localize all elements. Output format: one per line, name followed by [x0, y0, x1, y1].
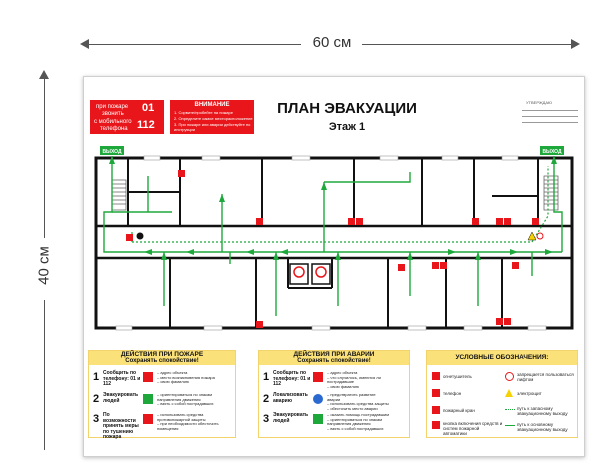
arrow-up-icon: [39, 70, 49, 79]
safety-equipment: [126, 170, 544, 328]
outer-walls: [94, 156, 574, 330]
phone-icon: [432, 389, 440, 397]
width-label: 60 см: [312, 34, 352, 51]
hydrant-icon: [348, 218, 355, 225]
accident-actions-panel: ДЕЙСТВИЯ ПРИ АВАРИИ Сохранять спокойстви…: [258, 350, 410, 438]
reserve-evacuation-path: [131, 166, 549, 243]
fire-number: 01: [142, 102, 155, 114]
extinguisher-icon: [432, 262, 439, 269]
hydrant-icon: [432, 406, 440, 414]
extinguisher-icon: [532, 218, 539, 225]
exit-signs: ВЫХОД ВЫХОД: [100, 146, 564, 155]
main-path-icon: [505, 425, 515, 426]
fire-panel-subtitle: Сохранять спокойствие!: [125, 358, 199, 364]
electric-panel-icon: [505, 389, 513, 397]
fire-panel-title: ДЕЙСТВИЯ ПРИ ПОЖАРЕ: [89, 351, 235, 365]
height-label: 40 см: [35, 246, 53, 285]
exit-label-right: ВЫХОД: [542, 149, 562, 155]
height-dimension: 40 см: [34, 70, 54, 460]
phone-icon: [496, 318, 503, 325]
extinguisher-icon: [432, 372, 440, 380]
width-dimension: 60 см: [80, 34, 580, 54]
stairs-right: [543, 175, 559, 211]
no-lift-icon: [536, 232, 544, 240]
page-title: ПЛАН ЭВАКУАЦИИ: [277, 100, 417, 117]
fire-button-icon: [126, 234, 133, 241]
legend-title: УСЛОВНЫЕ ОБОЗНАЧЕНИЯ:: [427, 351, 577, 365]
attention-box: ВНИМАНИЕ 1. Сорвите/пробейте на пожаре 2…: [170, 100, 254, 134]
first-aid-icon: [313, 414, 323, 424]
extinguisher-icon: [356, 218, 363, 225]
main-evacuation-path: [103, 156, 563, 316]
info-icon: [313, 394, 323, 404]
extinguisher-icon: [143, 414, 153, 424]
floor-plan: ВЫХОД ВЫХОД: [94, 146, 574, 331]
phone-icon: [472, 218, 479, 225]
phone-icon: [398, 264, 405, 271]
extinguisher-icon: [256, 321, 263, 328]
phone-icon: [313, 372, 323, 382]
extinguisher-icon: [512, 262, 519, 269]
emergency-call-box: при пожаре звонить с мобильного телефона…: [90, 100, 164, 134]
electric-panel-icon: [527, 231, 537, 241]
extinguisher-icon: [256, 218, 263, 225]
stairs-left: [111, 179, 127, 211]
legend-panel: УСЛОВНЫЕ ОБОЗНАЧЕНИЯ: огнетушитель запре…: [426, 350, 578, 438]
phone-icon: [143, 372, 153, 382]
floor-label: Этаж 1: [328, 121, 366, 133]
you-are-here-icon: [136, 232, 144, 240]
arrow-right-icon: [571, 39, 580, 49]
extinguisher-icon: [504, 318, 511, 325]
exit-sign-icon: [143, 394, 153, 404]
no-lift-icon: [505, 372, 514, 381]
arrow-left-icon: [80, 39, 89, 49]
partition-walls: [127, 158, 539, 328]
windows: [115, 155, 547, 331]
corridor-walls: [96, 224, 572, 260]
mobile-number: 112: [137, 119, 155, 131]
hydrant-icon: [504, 218, 511, 225]
hydrant-icon: [440, 262, 447, 269]
direction-arrows: [109, 156, 557, 260]
reserve-path-icon: [505, 409, 515, 410]
exit-label-left: ВЫХОД: [102, 149, 122, 155]
extinguisher-icon: [496, 218, 503, 225]
phone-icon: [178, 170, 185, 177]
elevators: [289, 263, 331, 285]
accident-panel-title: ДЕЙСТВИЯ ПРИ АВАРИИ: [259, 351, 409, 365]
accident-panel-subtitle: Сохранять спокойствие!: [297, 358, 371, 364]
fire-actions-panel: ДЕЙСТВИЯ ПРИ ПОЖАРЕ Сохранять спокойстви…: [88, 350, 236, 440]
fire-button-icon: [432, 421, 440, 429]
